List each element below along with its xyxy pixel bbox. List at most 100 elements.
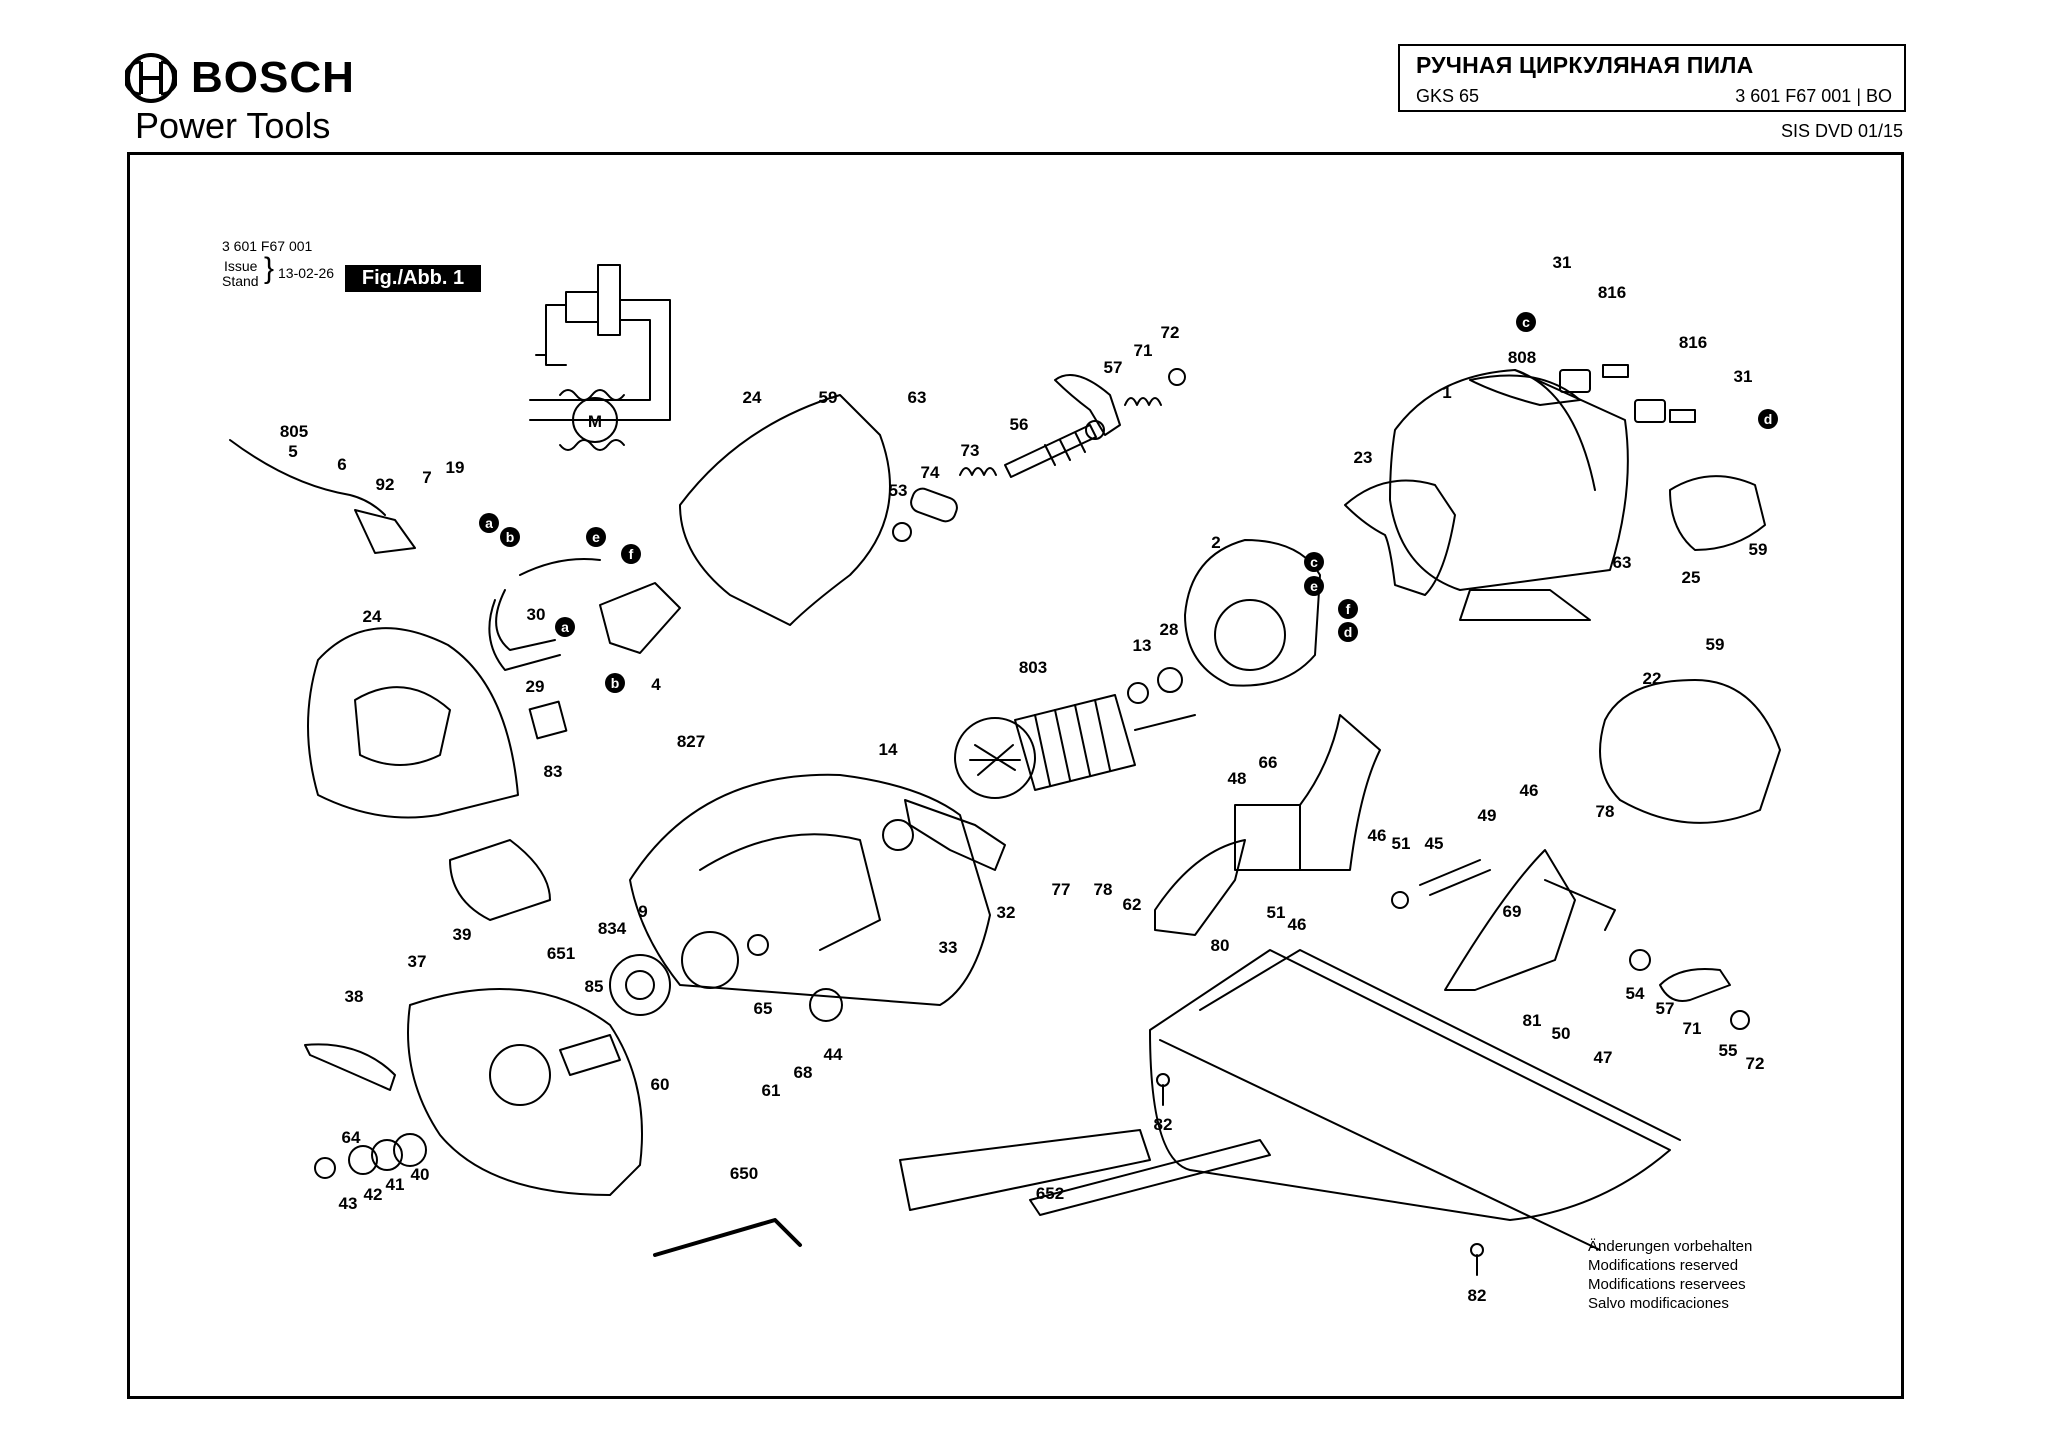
connector-a: a <box>479 513 499 533</box>
base-plate <box>1149 949 1671 1251</box>
part-label-651: 651 <box>547 944 575 963</box>
connector-letter: d <box>1344 624 1353 640</box>
connector-e: e <box>586 527 606 547</box>
part-label-50: 50 <box>1552 1024 1571 1043</box>
part-label-46: 46 <box>1520 781 1539 800</box>
part-label-22: 22 <box>1643 669 1662 688</box>
connector-dot <box>1338 622 1358 642</box>
part-label-652: 652 <box>1036 1184 1064 1203</box>
connector-dot <box>1758 409 1778 429</box>
part-label-82: 82 <box>1154 1115 1173 1134</box>
connector-letter: b <box>611 675 620 691</box>
document-title: РУЧНАЯ ЦИРКУЛЯНАЯ ПИЛА <box>1416 52 1754 78</box>
connector-d: d <box>1338 622 1358 642</box>
part-label-31: 31 <box>1553 253 1572 272</box>
part-label-63: 63 <box>1613 553 1632 572</box>
part-label-73: 73 <box>961 441 980 460</box>
part-label-30: 30 <box>527 605 546 624</box>
note-line: Salvo modificaciones <box>1588 1295 1729 1312</box>
upper-blade-guard <box>629 773 991 1006</box>
part-label-2: 2 <box>1211 533 1220 552</box>
part-label-45: 45 <box>1425 834 1444 853</box>
part-label-68: 68 <box>794 1063 813 1082</box>
part-label-63: 63 <box>908 388 927 407</box>
part-label-46: 46 <box>1288 915 1307 934</box>
part-label-19: 19 <box>446 458 465 477</box>
part-label-57: 57 <box>1104 358 1123 377</box>
brand-name: BOSCH <box>191 53 355 102</box>
part-label-9: 9 <box>638 902 647 921</box>
part-label-44: 44 <box>824 1045 843 1064</box>
part-label-40: 40 <box>411 1165 430 1184</box>
part-label-25: 25 <box>1682 568 1701 587</box>
part-label-808: 808 <box>1508 348 1536 367</box>
part-label-650: 650 <box>730 1164 758 1183</box>
switch <box>599 582 681 654</box>
part-label-53: 53 <box>889 481 908 500</box>
connector-dot <box>586 527 606 547</box>
notes: Änderungen vorbehalten Modifications res… <box>1588 1237 1752 1313</box>
power-cord <box>229 439 386 516</box>
part-label-37: 37 <box>408 952 427 971</box>
connector-letter: a <box>561 619 569 635</box>
depth-bracket <box>1154 839 1246 936</box>
part-label-47: 47 <box>1594 1048 1613 1067</box>
part-label-92: 92 <box>376 475 395 494</box>
connector-dot <box>1304 576 1324 596</box>
end-cap <box>1669 475 1766 551</box>
part-label-38: 38 <box>345 987 364 1006</box>
part-label-66: 66 <box>1259 753 1278 772</box>
lower-blade-guard <box>407 988 643 1196</box>
part-label-77: 77 <box>1052 880 1071 899</box>
part-label-5: 5 <box>288 442 297 461</box>
connector-letter: f <box>1346 601 1351 617</box>
connector-c: c <box>1304 552 1324 572</box>
brand: BOSCH <box>125 52 355 104</box>
issue-label: Issue <box>224 258 258 274</box>
sis-version: SIS DVD 01/15 <box>1780 121 1903 141</box>
diagram-frame <box>127 152 1904 1399</box>
dust-port <box>449 839 551 921</box>
part-number: 3 601 F67 001 | BO <box>1735 86 1892 106</box>
brand-subtitle: Power Tools <box>135 105 331 146</box>
motor-housing <box>1389 369 1629 591</box>
part-label-48: 48 <box>1228 769 1247 788</box>
part-label-71: 71 <box>1683 1019 1702 1038</box>
part-label-78: 78 <box>1596 802 1615 821</box>
connector-letter: d <box>1764 411 1773 427</box>
part-label-834: 834 <box>598 919 627 938</box>
connector-dot <box>555 617 575 637</box>
connector-dot <box>605 673 625 693</box>
connector-dot <box>479 513 499 533</box>
part-label-65: 65 <box>754 999 773 1018</box>
part-label-69: 69 <box>1503 902 1522 921</box>
part-label-816: 816 <box>1679 333 1707 352</box>
part-label-59: 59 <box>1706 635 1725 654</box>
part-label-42: 42 <box>364 1185 383 1204</box>
part-label-74: 74 <box>921 463 940 482</box>
fan-cover <box>1599 679 1781 824</box>
part-label-59: 59 <box>1749 540 1768 559</box>
part-label-57: 57 <box>1656 999 1675 1018</box>
part-label-31: 31 <box>1734 367 1753 386</box>
part-label-32: 32 <box>997 903 1016 922</box>
part-label-56: 56 <box>1010 415 1029 434</box>
issue-date: 13-02-26 <box>278 265 335 281</box>
connector-dot <box>1304 552 1324 572</box>
connector-dot <box>500 527 520 547</box>
doc-number: 3 601 F67 001 <box>222 238 313 254</box>
bosch-logo-icon <box>125 53 177 103</box>
part-label-55: 55 <box>1719 1041 1738 1060</box>
note-line: Änderungen vorbehalten <box>1588 1238 1753 1255</box>
part-label-49: 49 <box>1478 806 1497 825</box>
part-label-60: 60 <box>651 1075 670 1094</box>
housing-half <box>679 394 891 626</box>
part-label-82: 82 <box>1468 1286 1487 1305</box>
stand-label: Stand <box>222 273 259 289</box>
part-label-81: 81 <box>1523 1011 1542 1030</box>
part-label-64: 64 <box>342 1128 361 1147</box>
connector-f: f <box>1338 599 1358 619</box>
